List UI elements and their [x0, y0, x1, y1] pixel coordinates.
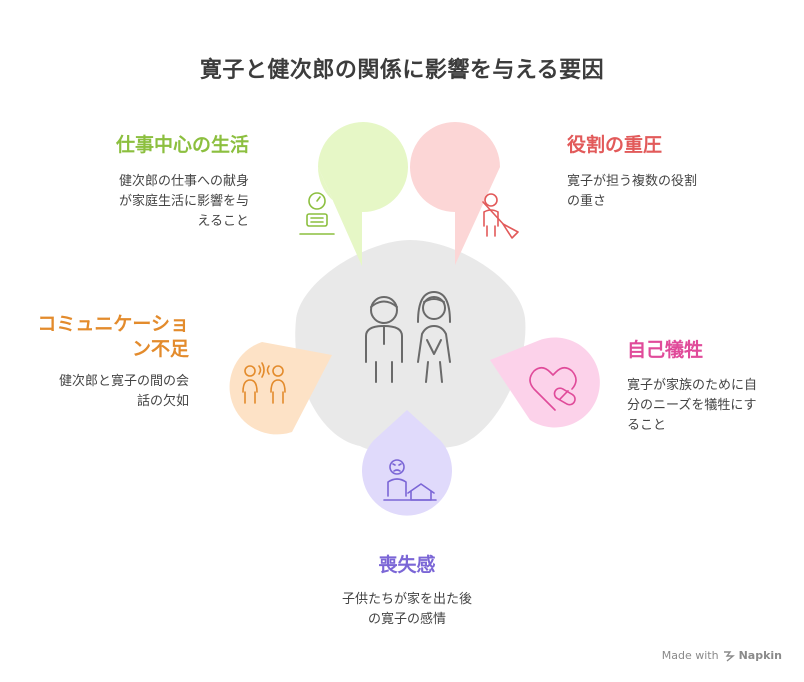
diagram-title: 寛子と健次郎の関係に影響を与える要因 [199, 58, 605, 83]
desc-line: 分のニーズを犠牲にす [627, 398, 757, 413]
desc-line: が家庭生活に影響を与 [118, 194, 249, 209]
woman-broom-icon [482, 193, 519, 239]
heading-self-sacrifice: 自己犠牲 [627, 339, 704, 361]
napkin-logo-icon [723, 650, 735, 662]
heading-sense-of-loss: 喪失感 [378, 554, 436, 576]
made-with-label: Made with [661, 649, 719, 662]
heading-role-pressure: 役割の重圧 [567, 134, 663, 156]
footer: Made with Napkin [662, 649, 782, 662]
desc-work-centered-life: 健次郎の仕事への献身 が家庭生活に影響を与 えること [119, 172, 249, 232]
desc-line: 寛子が家族のために自 [627, 378, 758, 393]
desc-line: ること [627, 418, 667, 433]
sad-person-house-icon [383, 459, 437, 501]
petal-communication-lack [229, 342, 332, 435]
heading-work-centered-life: 仕事中心の生活 [115, 134, 249, 156]
desc-line: の重さ [567, 194, 607, 209]
desc-line: 健次郎の仕事への献身 [118, 174, 249, 189]
heading-communication-lack: コミュニケーショ ン不足 [37, 312, 189, 362]
petal-self-sacrifice [490, 337, 600, 428]
desc-line: の寛子の感情 [367, 612, 446, 627]
heart-pill-icon [529, 366, 577, 411]
heading-line: コミュニケーショ [37, 313, 189, 335]
desc-sense-of-loss: 子供たちが家を出た後 の寛子の感情 [292, 590, 522, 630]
desk-clock-icon [299, 192, 335, 235]
desc-line: えること [197, 214, 249, 229]
desc-line: 話の欠如 [136, 394, 189, 409]
desc-line: 健次郎と寛子の間の会 [58, 374, 189, 389]
couple-icon [365, 291, 451, 383]
center-pentagon [295, 240, 526, 452]
two-people-talking-icon [242, 362, 286, 404]
desc-communication-lack: 健次郎と寛子の間の会 話の欠如 [59, 372, 189, 412]
desc-line: 寛子が担う複数の役割 [567, 174, 698, 189]
heading-line: ン不足 [131, 338, 189, 360]
desc-line: 子供たちが家を出た後 [341, 592, 472, 607]
petal-work-centered-life [318, 122, 408, 266]
napkin-brand: Napkin [738, 649, 782, 662]
desc-role-pressure: 寛子が担う複数の役割 の重さ [567, 172, 697, 212]
desc-self-sacrifice: 寛子が家族のために自 分のニーズを犠牲にす ること [627, 376, 757, 436]
petal-role-pressure [410, 122, 500, 265]
